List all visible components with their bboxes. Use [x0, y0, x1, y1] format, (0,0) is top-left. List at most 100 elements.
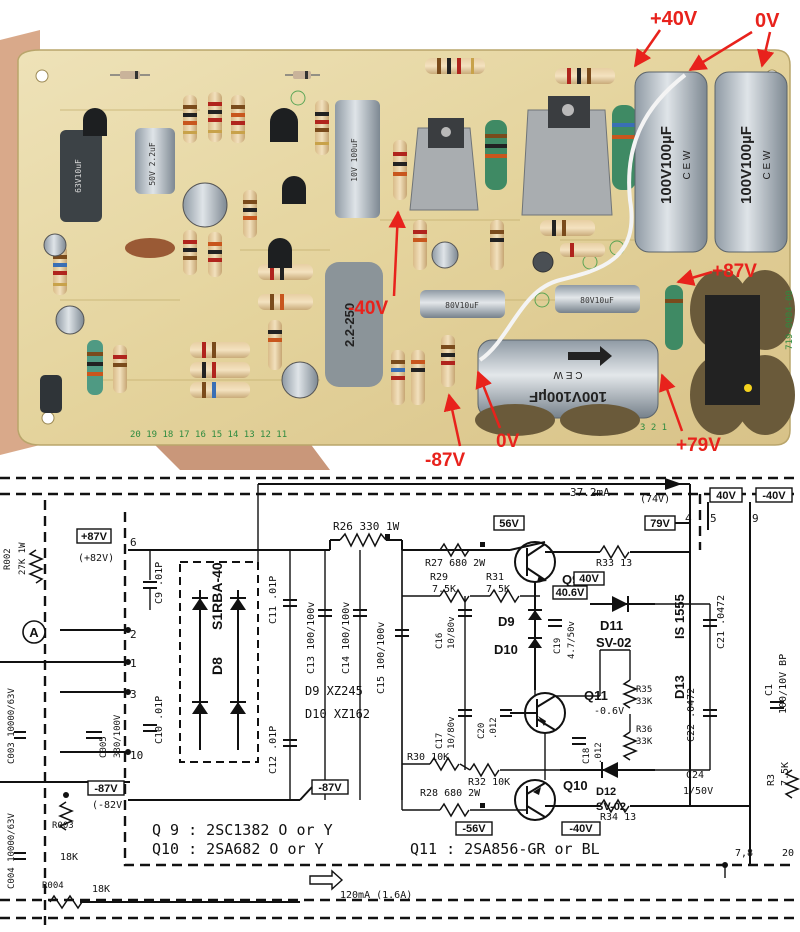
- bridge-d8: S1RBA-40 D8: [179, 561, 259, 763]
- annotation-zero-bottom: 0V: [496, 431, 520, 452]
- svg-text:R003: R003: [52, 821, 74, 831]
- svg-text:(-82V): (-82V): [92, 800, 128, 811]
- svg-text:C12 .01P: C12 .01P: [268, 726, 279, 774]
- svg-text:-87V: -87V: [94, 783, 118, 795]
- svg-text:C13 100/100v: C13 100/100v: [306, 602, 317, 674]
- board-photo: 63V10uF 50V 2.2uF 10V 100uF 80V10uF 80V1…: [0, 8, 795, 470]
- misc-wires: [257, 484, 630, 810]
- svg-text:C E W: C E W: [762, 150, 773, 179]
- svg-text:C15 100/100v: C15 100/100v: [376, 622, 387, 694]
- svg-text:C E W: C E W: [553, 369, 582, 380]
- resistors-left: [53, 92, 504, 405]
- svg-text:18K: 18K: [92, 884, 110, 895]
- diode-d4: [285, 71, 320, 79]
- svg-text:C1: C1: [764, 684, 775, 696]
- svg-text:R002: R002: [3, 548, 13, 570]
- zener-diodes: D9 D10: [494, 582, 542, 690]
- transistors-small: [83, 108, 306, 268]
- svg-text:C003 10000/63V: C003 10000/63V: [7, 688, 17, 764]
- pin-5: 5: [710, 512, 717, 525]
- svg-text:100V100µF: 100V100µF: [738, 126, 755, 204]
- svg-text:2.2-250: 2.2-250: [342, 303, 357, 347]
- svg-text:7,8: 7,8: [735, 848, 753, 859]
- svg-text:R36: R36: [636, 725, 652, 735]
- filter-capacitor-1: 100V100µF C E W: [634, 71, 708, 253]
- power-resistors: [485, 105, 683, 350]
- svg-text:C004 10000/63V: C004 10000/63V: [7, 813, 17, 889]
- svg-text:R32 10K: R32 10K: [468, 777, 510, 788]
- svg-text:40V: 40V: [716, 490, 736, 502]
- heatsinks: [409, 96, 613, 216]
- zener-d10-part: D10 XZ162: [305, 707, 370, 721]
- svg-text:40V: 40V: [579, 573, 599, 585]
- svg-text:10V 100uF: 10V 100uF: [350, 138, 359, 182]
- svg-text:-40V: -40V: [762, 490, 786, 502]
- bottom-current-arrow: 120mA (1.6A): [309, 869, 412, 901]
- part-list-q10: Q10 : 2SA682 O or Y: [152, 840, 324, 858]
- resistor-r33: R33 13: [545, 530, 691, 569]
- schematic: 37.2mA (74V) 40V -40V 79V 4 5 9 +87V (+8…: [0, 470, 800, 932]
- diode-d11: D11 SV-02: [590, 596, 655, 650]
- pin-9: 9: [752, 512, 759, 525]
- bridge-rectifier: [690, 270, 795, 435]
- annotation-minus40: -40V: [348, 298, 388, 319]
- svg-text:1/50V: 1/50V: [683, 786, 713, 797]
- svg-text:-0.6V: -0.6V: [594, 706, 624, 717]
- svg-text:C17: C17: [435, 733, 445, 749]
- filter-capacitor-2: 100V100µF C E W: [714, 71, 788, 253]
- svg-text:100V100µF: 100V100µF: [658, 126, 675, 204]
- film-capacitor: 2.2-250: [325, 262, 383, 387]
- pin-box-56v: 56V: [493, 515, 525, 531]
- svg-text:R35: R35: [636, 685, 652, 695]
- svg-text:-87V: -87V: [318, 782, 342, 794]
- svg-text:S1RBA-40: S1RBA-40: [209, 562, 225, 630]
- left-network: R002 27K 1W A C003 10000/63V C004 10000/…: [0, 542, 300, 910]
- svg-text:C005: C005: [99, 736, 109, 758]
- pin-box-40v: 40V: [709, 487, 743, 503]
- svg-text:C20: C20: [477, 723, 487, 739]
- annotation-minus87: -87V: [425, 450, 465, 470]
- svg-text:C24: C24: [686, 770, 704, 781]
- svg-text:20: 20: [782, 848, 794, 859]
- svg-text:R29: R29: [430, 572, 448, 583]
- svg-text:2: 2: [130, 628, 137, 641]
- filter-capacitor-3: 100V100µF C E W: [477, 339, 659, 419]
- svg-text:7.5K: 7.5K: [486, 584, 510, 595]
- ceramic-capacitor: [125, 238, 175, 258]
- svg-text:50V 2.2uF: 50V 2.2uF: [148, 142, 157, 186]
- svg-text:-56V: -56V: [462, 823, 486, 835]
- svg-text:D9: D9: [498, 614, 515, 629]
- svg-text:C11 .01P: C11 .01P: [268, 576, 279, 624]
- svg-text:63V10uF: 63V10uF: [74, 159, 83, 193]
- svg-text:+87V: +87V: [81, 531, 108, 543]
- part-list-q11: Q11 : 2SA856-GR or BL: [410, 840, 600, 858]
- neg87-left: -87V (-82V): [87, 780, 128, 811]
- pin-4: 4: [685, 512, 692, 525]
- svg-text:D10: D10: [494, 642, 518, 657]
- svg-text:18K: 18K: [60, 852, 78, 863]
- svg-text:1: 1: [130, 657, 137, 670]
- svg-text:79V: 79V: [650, 518, 670, 530]
- top-current-arrow: 37.2mA (74V): [258, 478, 690, 505]
- c18-r35-r36: C18 .012 R35 33K R36 33K: [572, 650, 653, 764]
- svg-text:D12: D12: [596, 786, 616, 798]
- svg-text:R30 10K: R30 10K: [407, 752, 449, 763]
- svg-text:3: 3: [130, 688, 137, 701]
- zener-d9-part: D9 XZ245: [305, 684, 363, 698]
- svg-text:120mA (1.6A): 120mA (1.6A): [340, 890, 412, 901]
- svg-text:27K 1W: 27K 1W: [18, 542, 28, 575]
- pin-row-labels: 20 19 18 17 16 15 14 13 12 11: [130, 430, 287, 440]
- svg-text:C14 100/100v: C14 100/100v: [341, 602, 352, 674]
- svg-text:R33 13: R33 13: [596, 558, 632, 569]
- plus87-rail: +87V (+82V) 6 R26 330 1W: [76, 520, 510, 564]
- annotation-plus79: +79V: [676, 435, 721, 456]
- svg-text:R28 680 2W: R28 680 2W: [420, 788, 481, 799]
- svg-text:Q10: Q10: [563, 778, 588, 793]
- svg-text:C16: C16: [435, 633, 445, 649]
- capacitor-c005: C005 330/100V: [86, 714, 123, 758]
- svg-text:.012: .012: [489, 717, 499, 739]
- svg-text:C E W: C E W: [682, 150, 693, 179]
- svg-text:A: A: [29, 625, 39, 640]
- svg-text:R31: R31: [486, 572, 504, 583]
- svg-text:100/10V BP: 100/10V BP: [778, 654, 789, 714]
